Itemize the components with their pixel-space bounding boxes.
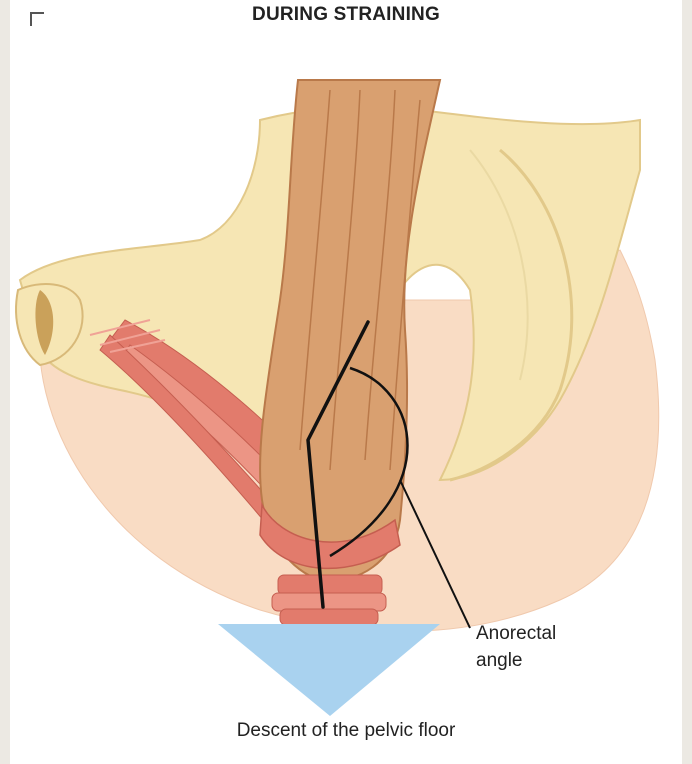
- anorectal-angle-label-line2: angle: [476, 647, 616, 674]
- descent-arrow: [218, 624, 440, 716]
- figure-caption: Descent of the pelvic floor: [0, 720, 692, 742]
- anal-sphincter: [272, 575, 386, 625]
- anorectal-angle-label-line1: Anorectal: [476, 620, 616, 647]
- figure-title: DURING STRAINING: [0, 4, 692, 26]
- left-border: [0, 0, 10, 764]
- anorectal-angle-label: Anorectal angle: [476, 620, 616, 674]
- right-border: [682, 0, 692, 764]
